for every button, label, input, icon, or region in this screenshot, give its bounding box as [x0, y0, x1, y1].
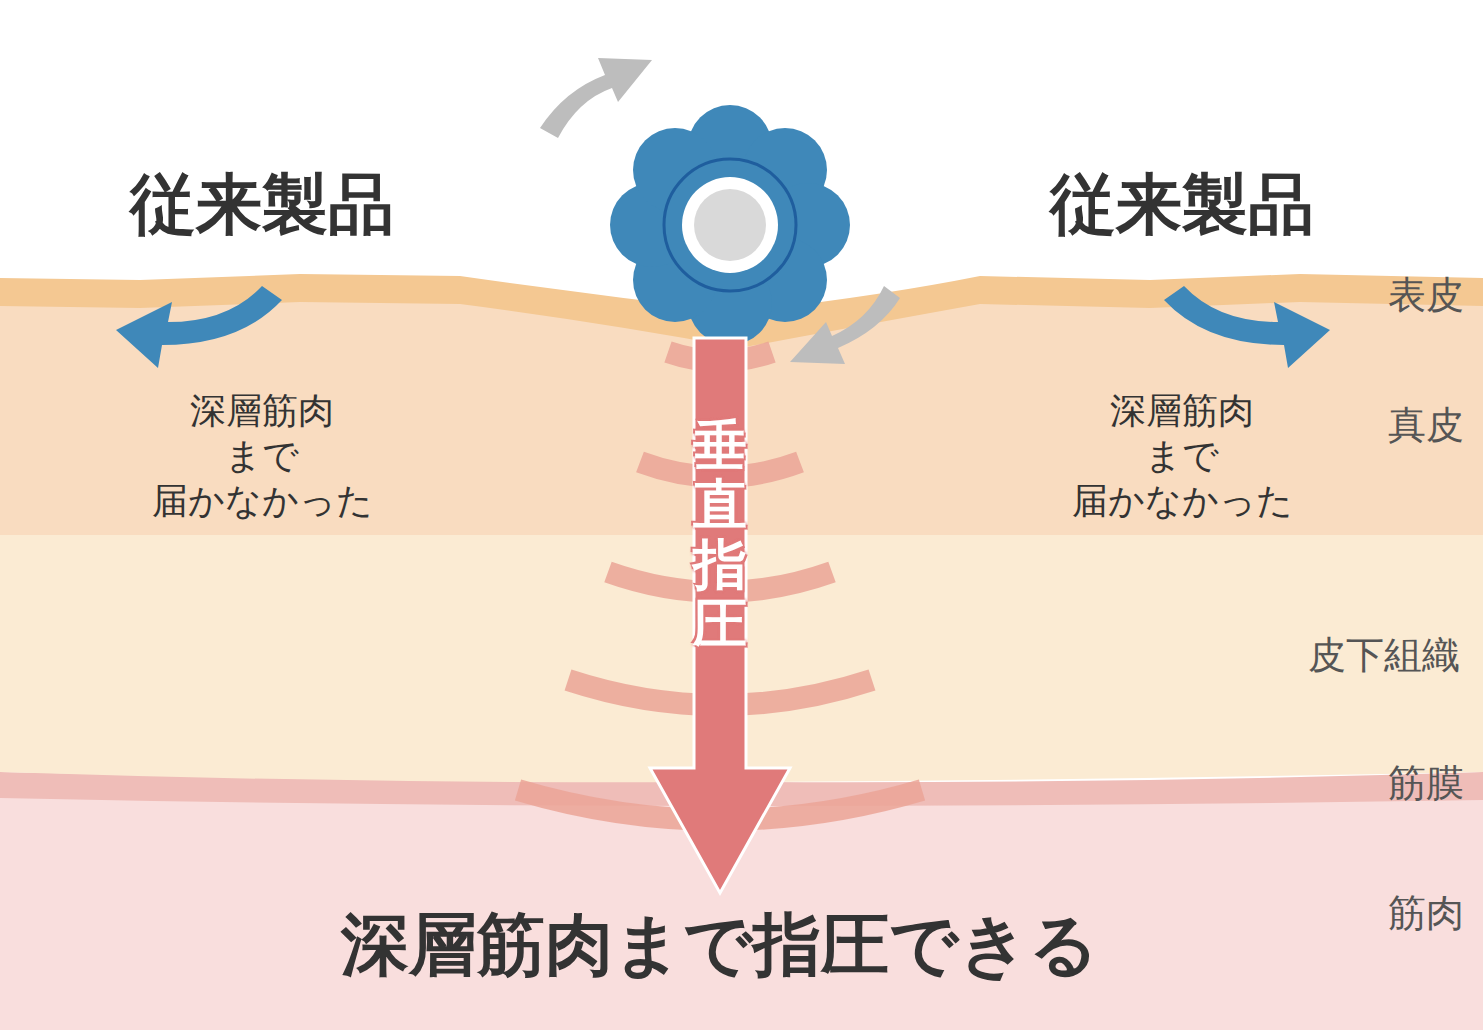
pressure-arrow: 垂直指圧 — [645, 338, 795, 893]
layer-name: 表皮 — [1388, 270, 1464, 321]
layer-name: 皮下組織 — [1308, 630, 1460, 681]
caption: 深層筋肉まで指圧できる — [341, 900, 1099, 991]
product-heading: 従来製品 — [1050, 160, 1314, 250]
product-heading: 従来製品 — [130, 160, 394, 250]
note-text: 深層筋肉 まで 届かなかった — [1072, 388, 1293, 523]
layer-name: 真皮 — [1388, 400, 1464, 451]
vertical-label: 垂直指圧 — [693, 416, 747, 654]
layer-name: 筋肉 — [1388, 888, 1464, 939]
note-text: 深層筋肉 まで 届かなかった — [152, 388, 373, 523]
layer-name: 筋膜 — [1388, 758, 1464, 809]
